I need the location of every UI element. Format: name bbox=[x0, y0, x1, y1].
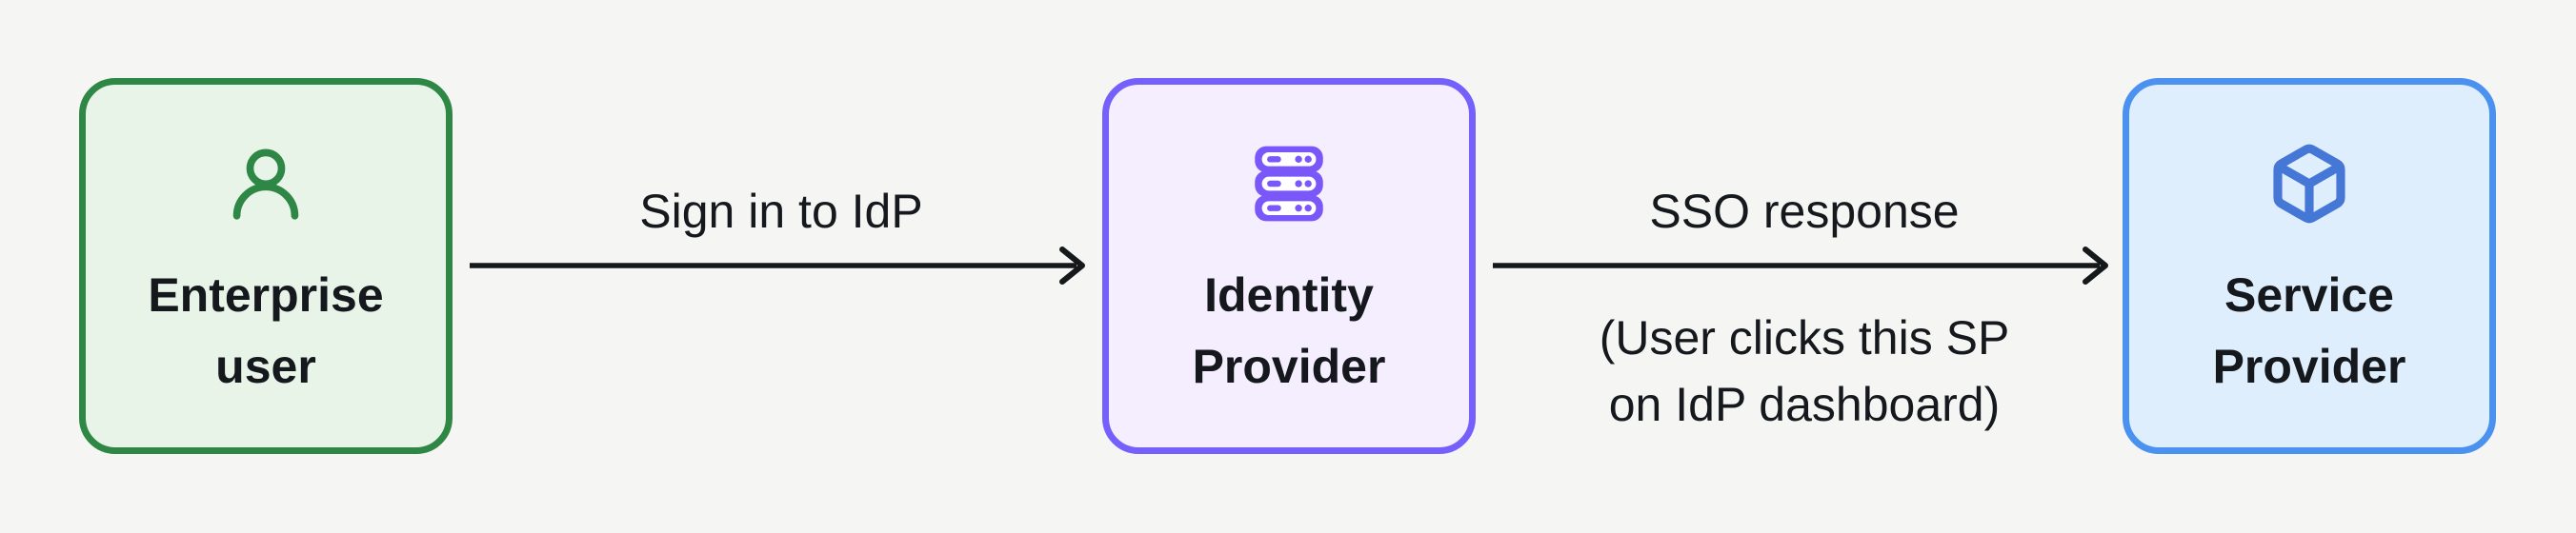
node-label: Identity Provider bbox=[1193, 260, 1386, 403]
node-label-line: Enterprise bbox=[148, 268, 384, 322]
node-label-line: Identity bbox=[1204, 268, 1374, 322]
box-icon bbox=[2273, 144, 2345, 224]
node-label: Enterprise user bbox=[148, 260, 383, 403]
node-service-provider: Service Provider bbox=[2123, 78, 2496, 454]
node-label: Service Provider bbox=[2213, 260, 2406, 403]
node-identity-provider: Identity Provider bbox=[1102, 78, 1476, 454]
edge-sublabel-line: (User clicks this SP bbox=[1599, 311, 2010, 365]
edge-sublabel-sso-response: (User clicks this SP on IdP dashboard) bbox=[1457, 305, 2152, 438]
edge-label-sign-in-to-idp: Sign in to IdP bbox=[639, 185, 923, 238]
arrow-sign-in-to-idp bbox=[470, 247, 1085, 285]
node-label-line: Provider bbox=[1192, 340, 1386, 393]
node-label-line: user bbox=[215, 340, 316, 393]
arrow-sso-response bbox=[1493, 247, 2108, 285]
node-label-line: Service bbox=[2224, 268, 2394, 322]
edge-sublabel-line: on IdP dashboard) bbox=[1608, 378, 2001, 431]
edge-label-sso-response: SSO response bbox=[1649, 185, 1960, 238]
node-enterprise-user: Enterprise user bbox=[79, 78, 453, 454]
node-label-line: Provider bbox=[2212, 340, 2406, 393]
server-icon bbox=[1255, 146, 1323, 222]
user-icon bbox=[232, 148, 299, 220]
